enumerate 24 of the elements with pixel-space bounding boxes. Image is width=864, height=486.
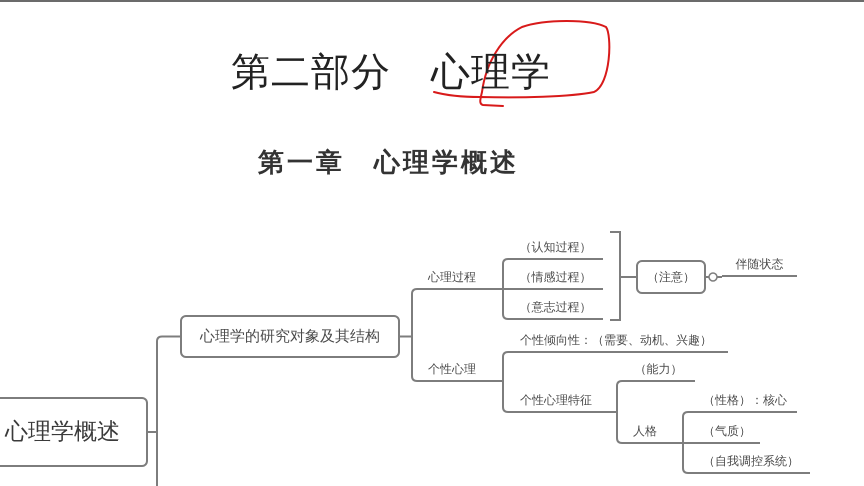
connector-line (400, 336, 418, 382)
underlined-topic: （性格）：核心 (688, 389, 797, 413)
underlined-topic: 心理过程 (417, 266, 498, 290)
connector-line (498, 380, 509, 413)
connector-line (612, 411, 623, 444)
underlined-topic: （意志过程） (508, 296, 603, 320)
underlined-topic: 人格 (622, 420, 677, 444)
connector-line (677, 442, 689, 474)
connector-line (498, 288, 509, 320)
underlined-topic: 个性心理 (417, 358, 498, 382)
underlined-topic: （情感过程） (508, 266, 603, 290)
chapter-heading: 第一章 心理学概述 (258, 148, 519, 178)
topic-box: 心理学的研究对象及其结构 (180, 315, 400, 358)
underlined-topic: 个性倾向性：（需要、动机、兴趣） (508, 329, 728, 353)
underlined-topic: （自我调控系统） (688, 450, 810, 474)
underlined-topic: （气质） (688, 420, 760, 444)
underlined-topic: 个性心理特征 (508, 389, 612, 413)
underlined-topic: 伴随状态 (722, 253, 797, 277)
connector-line (148, 431, 158, 486)
topic-box: （注意） (636, 260, 706, 294)
connector-line (706, 272, 722, 282)
underlined-topic: （认知过程） (508, 236, 603, 260)
underlined-topic: （能力） (622, 358, 695, 382)
central-topic-box: 心理学概述 (0, 397, 148, 467)
